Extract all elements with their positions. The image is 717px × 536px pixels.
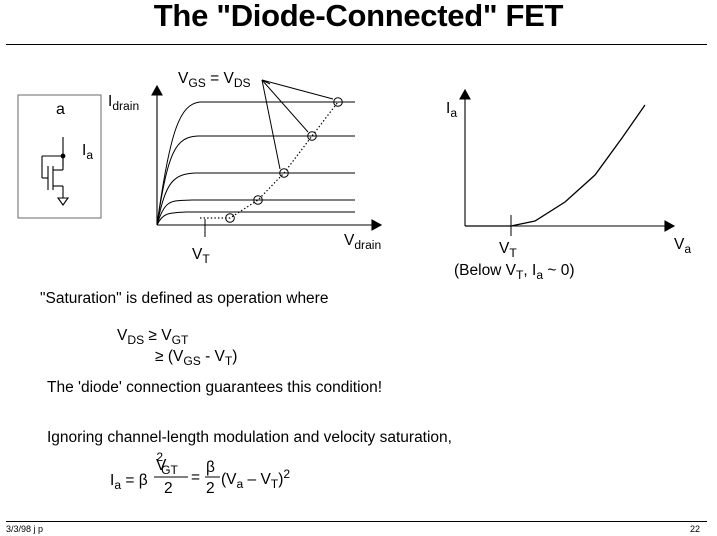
below-vt-note: (Below VT, Ia ~ 0) — [454, 262, 575, 283]
schematic-node-label: a — [56, 101, 65, 118]
schematic-current-label: Ia — [82, 142, 94, 163]
schematic-node-dot — [60, 153, 66, 159]
left-axes — [151, 84, 383, 231]
va-axis-label: Va — [674, 236, 692, 257]
saturation-text: "Saturation" is defined as operation whe… — [40, 290, 329, 307]
vt-label-right: VT — [499, 240, 517, 261]
iv-curve-1 — [156, 101, 355, 226]
formula-denominator-1: 2 — [164, 480, 173, 497]
formula-equals-2: = — [191, 469, 201, 486]
vdrain-axis-label: Vdrain — [344, 232, 382, 253]
page-title: The "Diode-Connected" FET — [153, 0, 564, 33]
fet-schematic — [17, 94, 102, 219]
title-divider — [6, 44, 707, 45]
formula-denominator-2: 2 — [206, 480, 215, 497]
formula-rhs: (Va – VT)2 — [221, 466, 291, 492]
vgs-pointers — [261, 79, 334, 170]
iv-curve-5 — [156, 211, 355, 226]
vgs-eq-vds-label: VGS = VDS — [178, 70, 251, 91]
right-axes — [459, 88, 676, 232]
locus-markers — [225, 97, 343, 223]
vt-label-left: VT — [192, 246, 210, 267]
iv-curve-4 — [156, 199, 355, 226]
ia-curve — [465, 104, 646, 227]
iv-curve-2 — [156, 135, 355, 226]
ia-axis-label: Ia — [446, 100, 458, 121]
schematic-frame — [17, 94, 102, 219]
formula-numerator-1: V2GT — [156, 449, 178, 478]
idrain-axis-label: Idrain — [108, 93, 140, 114]
formula-numerator-2: β — [206, 459, 215, 476]
footer-divider — [6, 521, 707, 522]
diode-locus — [200, 101, 339, 219]
ignoring-text: Ignoring channel-length modulation and v… — [47, 429, 452, 446]
condition-line-2: ≥ (VGS - VT) — [155, 348, 238, 369]
iv-curves — [156, 101, 355, 226]
iv-curve-3 — [156, 172, 355, 226]
guarantee-text: The 'diode' connection guarantees this c… — [47, 379, 383, 396]
page-number: 22 — [690, 524, 701, 534]
formula-lhs: Ia = β — [110, 472, 148, 493]
condition-line-1: VDS ≥ VGT — [117, 327, 189, 348]
footer-date: 3/3/98 j p — [6, 524, 44, 534]
